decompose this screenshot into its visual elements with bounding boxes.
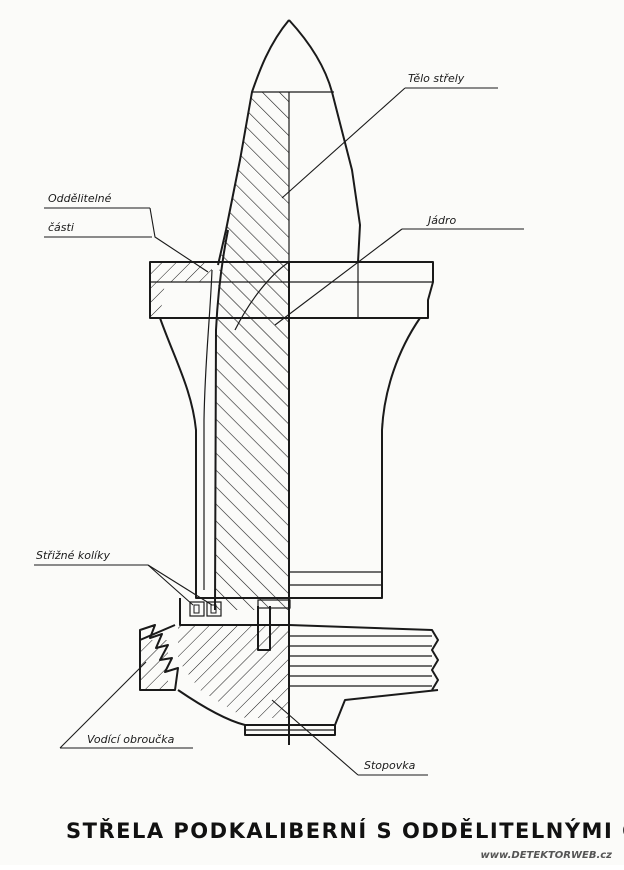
projectile-nose — [217, 19, 361, 266]
label-strizne-koliky: Střižné kolíky — [36, 549, 110, 562]
label-oddelitelne-line1: Oddělitelné — [48, 192, 112, 205]
diagram-title: STŘELA PODKALIBERNÍ S ODDĚLITELNÝMI ČÁST… — [66, 818, 624, 843]
watermark: www.DETEKTORWEB.cz — [481, 850, 613, 861]
label-jadro: Jádro — [426, 214, 456, 227]
label-telo-strely: Tělo střely — [408, 72, 465, 85]
label-vodici-obroucka: Vodící obroučka — [87, 733, 175, 746]
shear-pins — [189, 601, 222, 617]
label-oddelitelne-line2: části — [48, 221, 74, 234]
label-stopovka: Stopovka — [364, 759, 416, 772]
leader-lines — [34, 87, 524, 776]
labels: Tělo střely Oddělitelné části Jádro Stři… — [36, 72, 465, 772]
sabot-body — [149, 261, 434, 599]
projectile-base — [139, 598, 439, 736]
